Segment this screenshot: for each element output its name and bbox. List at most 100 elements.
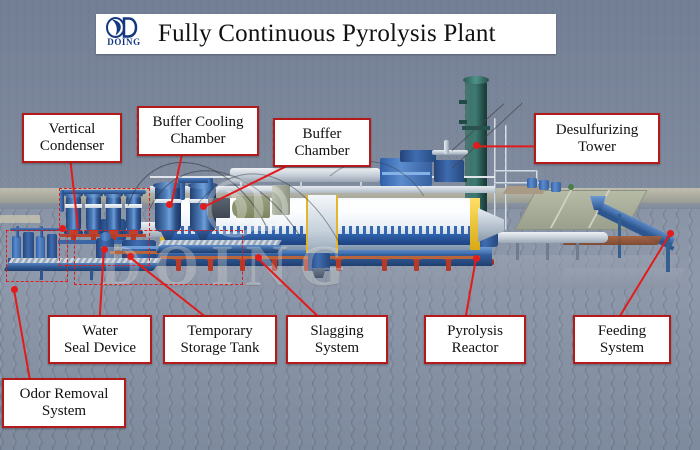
reactor-valve [380, 256, 389, 271]
reactor-drive-ring [306, 195, 338, 253]
callout-desulfurizing-tower[interactable]: Desulfurizing Tower [534, 113, 660, 164]
callout-line: System [41, 403, 87, 419]
tower-nozzle [459, 100, 467, 104]
callout-line: Odor Removal [19, 386, 109, 403]
callout-line: System [599, 339, 645, 356]
title-bar: DOING Fully Continuous Pyrolysis Plant [96, 14, 556, 54]
reactor-valve [412, 256, 421, 271]
reactor-valve [270, 256, 279, 271]
buffer-cooling-chamber-vessel [155, 186, 181, 232]
callout-line: Pyrolysis [447, 322, 503, 339]
callout-line: Reactor [451, 339, 499, 356]
tower-ladder-rail [494, 118, 496, 230]
reactor-end-band [470, 198, 480, 250]
condenser-valve [129, 230, 138, 242]
leader-endpoint-temporary-storage-tank [127, 253, 134, 260]
callout-line: Storage Tank [180, 339, 260, 356]
rear-tank [236, 196, 270, 218]
leader-endpoint-odor-removal-system [11, 286, 18, 293]
condenser-valve [89, 230, 98, 242]
leader-endpoint-buffer-chamber [200, 203, 207, 210]
condenser-tank-collar [85, 204, 102, 208]
water-seal-drum [100, 232, 111, 241]
tower-pipe-run [494, 182, 542, 184]
tower-nozzle [459, 120, 467, 124]
buffer-chamber-top [188, 182, 218, 189]
callout-line: Tower [577, 138, 617, 155]
condenser-top-header [60, 190, 146, 194]
reactor-valve [444, 256, 453, 271]
callout-line: Chamber [294, 142, 350, 159]
callout-water-seal-device[interactable]: Water Seal Device [48, 315, 152, 364]
odor-removal-vessel [23, 232, 34, 260]
callout-line: Condenser [39, 138, 105, 154]
buffer-cooling-chamber-top [153, 182, 183, 189]
page-title: Fully Continuous Pyrolysis Plant [158, 20, 496, 47]
odor-removal-riser [16, 226, 19, 238]
callout-line: Buffer [302, 125, 342, 142]
green-valve [568, 184, 574, 190]
leader-endpoint-pyrolysis-reactor [473, 255, 480, 262]
callout-line: Temporary [187, 322, 253, 339]
callout-line: Buffer Cooling [152, 114, 244, 131]
leader-endpoint-vertical-condenser [59, 225, 66, 232]
desulfurizing-tower-top-cap [463, 76, 489, 84]
callout-buffer-cooling-chamber[interactable]: Buffer Cooling Chamber [137, 106, 259, 156]
callout-line: Chamber [170, 131, 226, 147]
odor-removal-vessel [47, 234, 57, 260]
pump-skid [527, 178, 537, 188]
stack-connector-riser [444, 140, 449, 154]
leader-desulfurizing-tower [476, 145, 534, 148]
slagging-chute [312, 268, 326, 278]
doing-leaf-logo-icon: DOING [102, 17, 146, 51]
callout-vertical-condenser[interactable]: Vertical Condenser [22, 113, 122, 163]
burner-unit [434, 160, 464, 182]
tower-pipe-run [494, 170, 536, 172]
condenser-valve [69, 230, 78, 242]
condenser-tank-cap [104, 191, 123, 198]
buffer-connect-riser [180, 180, 185, 200]
screw-conveyor-support [576, 243, 579, 260]
storage-tank-band [122, 246, 156, 249]
pump-skid [539, 180, 549, 190]
logo-wordmark: DOING [107, 37, 141, 47]
feeding-conveyor-support [666, 236, 670, 272]
callout-buffer-chamber[interactable]: Buffer Chamber [273, 118, 371, 167]
callout-line: Slagging [310, 322, 364, 339]
screw-conveyor-support [546, 243, 549, 260]
conveyor-support [90, 270, 93, 280]
heat-exchanger-fin [382, 172, 430, 175]
leader-endpoint-slagging-system [255, 254, 262, 261]
leader-endpoint-desulfurizing-tower [473, 142, 480, 149]
reactor-hatch-pattern [342, 226, 470, 235]
callout-line: Feeding [597, 322, 647, 339]
odor-removal-header [10, 228, 60, 231]
callout-slagging-system[interactable]: Slagging System [286, 315, 388, 364]
conveyor-support [40, 270, 43, 280]
pump-skid [551, 182, 561, 192]
stack-connector-pipe [432, 150, 468, 155]
rear-tank-cap [232, 200, 240, 216]
condenser-tank-cap [84, 191, 103, 198]
callout-line: Seal Device [63, 339, 137, 356]
callout-line: Desulfurizing [555, 121, 639, 138]
tower-pipe-riser [536, 170, 538, 200]
odor-removal-box [6, 230, 68, 282]
heat-exchanger-block [400, 150, 436, 162]
gas-duct [230, 168, 380, 182]
callout-pyrolysis-reactor[interactable]: Pyrolysis Reactor [424, 315, 526, 364]
slagging-system-unit [308, 253, 330, 271]
leader-endpoint-feeding-system [667, 230, 674, 237]
rear-silo [272, 185, 290, 215]
condenser-riser [60, 190, 64, 212]
callout-feeding-system[interactable]: Feeding System [573, 315, 671, 364]
callout-temporary-storage-tank[interactable]: Temporary Storage Tank [163, 315, 277, 364]
feeding-hopper [590, 196, 606, 210]
callout-line: System [314, 339, 360, 356]
buffer-connect-elbow [178, 178, 212, 183]
callout-odor-removal-system[interactable]: Odor Removal System [2, 378, 126, 428]
odor-removal-system-unit [12, 236, 21, 260]
screw-conveyor-support [516, 243, 519, 260]
leader-endpoint-buffer-cooling-chamber [166, 201, 173, 208]
